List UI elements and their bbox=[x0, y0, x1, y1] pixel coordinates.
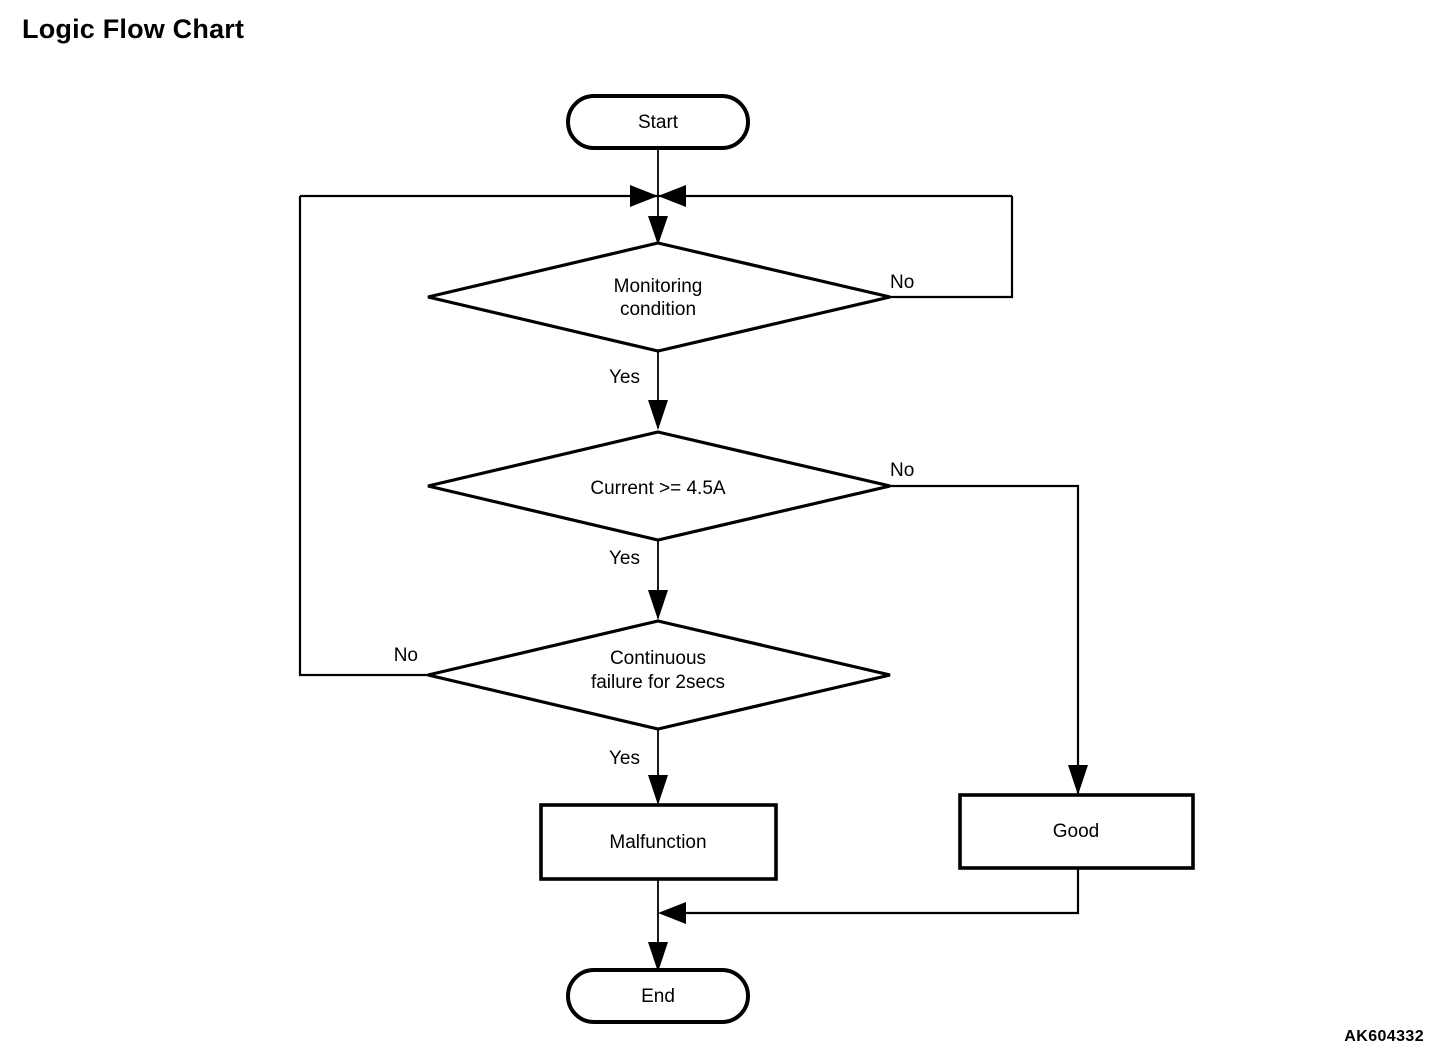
node-end[interactable]: End bbox=[566, 968, 750, 1024]
connector-continuous-no bbox=[298, 196, 428, 677]
edge-label-continuous-yes: Yes bbox=[609, 748, 640, 769]
edge-label-monitoring-yes: Yes bbox=[609, 367, 640, 388]
node-end-label: End bbox=[641, 986, 675, 1007]
node-current-threshold-label: Current >= 4.5A bbox=[590, 478, 726, 499]
connector-junction-to-monitoring bbox=[648, 196, 668, 245]
connector-good-to-end bbox=[658, 868, 1080, 924]
arrow-head-right-loop-in bbox=[658, 185, 686, 207]
node-continuous-failure-label-line2: failure for 2secs bbox=[591, 672, 725, 693]
node-start-label: Start bbox=[638, 112, 679, 133]
arrow-head-into-current bbox=[648, 400, 668, 430]
connector-malfunction-to-end bbox=[648, 879, 668, 972]
connector-current-yes bbox=[648, 540, 668, 620]
arrow-head-into-good bbox=[1068, 765, 1088, 795]
arrow-head-into-malfunction bbox=[648, 775, 668, 805]
page-title: Logic Flow Chart bbox=[22, 14, 245, 44]
node-continuous-failure-label-line1: Continuous bbox=[610, 648, 706, 669]
connector-continuous-yes bbox=[648, 729, 668, 805]
node-malfunction[interactable]: Malfunction bbox=[539, 803, 778, 881]
arrow-head-into-monitoring bbox=[648, 216, 668, 245]
node-monitoring-condition-label-line1: Monitoring bbox=[614, 276, 703, 297]
connector-monitoring-no bbox=[890, 196, 1014, 299]
node-continuous-failure[interactable]: Continuous failure for 2secs bbox=[427, 619, 891, 731]
edge-label-current-yes: Yes bbox=[609, 548, 640, 569]
connector-loop-merge-bar bbox=[300, 185, 1012, 207]
connector-monitoring-yes bbox=[648, 351, 668, 430]
node-good[interactable]: Good bbox=[958, 793, 1195, 870]
arrow-head-into-end bbox=[648, 942, 668, 972]
edge-label-monitoring-no: No bbox=[890, 272, 914, 293]
node-malfunction-label: Malfunction bbox=[609, 832, 706, 853]
reference-code: AK604332 bbox=[1344, 1028, 1424, 1045]
arrow-head-left-loop-in bbox=[630, 185, 658, 207]
node-monitoring-condition-label-line2: condition bbox=[620, 299, 696, 320]
node-monitoring-condition[interactable]: Monitoring condition bbox=[427, 241, 891, 353]
connector-current-no bbox=[890, 484, 1088, 795]
node-current-threshold[interactable]: Current >= 4.5A bbox=[427, 430, 891, 542]
edge-label-current-no: No bbox=[890, 460, 914, 481]
node-good-label: Good bbox=[1053, 821, 1099, 842]
node-start[interactable]: Start bbox=[566, 94, 750, 150]
edge-label-continuous-no: No bbox=[394, 645, 418, 666]
arrow-head-good-merge bbox=[658, 902, 686, 924]
arrow-head-into-continuous bbox=[648, 590, 668, 620]
